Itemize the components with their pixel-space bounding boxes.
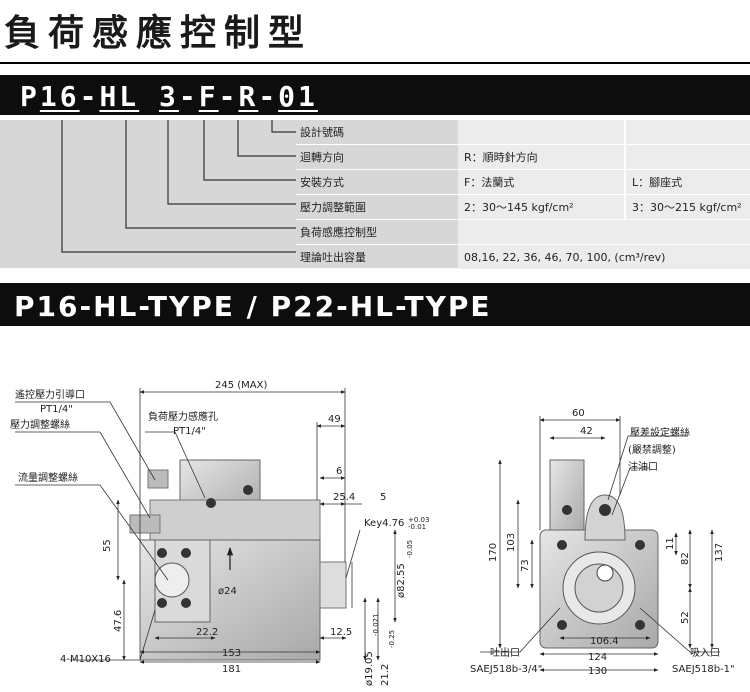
dim-49: 49: [328, 414, 341, 425]
model-code-part: -: [178, 80, 199, 113]
spec-value: [458, 220, 750, 244]
dim-5: 5: [380, 492, 386, 503]
dim-82: 82: [680, 552, 691, 565]
model-code-part: 16: [39, 80, 80, 113]
remote-port-label: 遙控壓力引導口: [15, 388, 85, 401]
spec-label: 壓力調整範圍: [300, 201, 366, 214]
key-tolerance-upper: +0.03: [408, 516, 429, 524]
title-divider: [0, 62, 750, 64]
model-code-leader-lines: [61, 120, 296, 253]
dim-21-2: 21.2: [380, 664, 391, 686]
spec-row: 理論吐出容量 08,16, 22, 36, 46, 70, 100, (cm³/…: [296, 245, 750, 270]
dim-137: 137: [714, 543, 725, 562]
dim-124: 124: [588, 652, 607, 663]
dim-170: 170: [488, 543, 499, 562]
key-label: Key4.76: [364, 518, 404, 529]
spec-value: [624, 120, 750, 144]
model-code-bar: [0, 75, 750, 115]
inlet-label: 吸入口: [690, 648, 720, 659]
model-code-part: -: [258, 80, 279, 113]
spec-value: [458, 120, 624, 144]
model-code-part: -: [218, 80, 239, 113]
dim-12-5: 12.5: [330, 627, 352, 638]
spec-label: 負荷感應控制型: [300, 226, 377, 239]
spec-label: 設計號碼: [300, 126, 344, 139]
remote-port-size: PT1/4": [40, 404, 73, 415]
model-code-part: R: [238, 80, 259, 113]
outlet-label: 吐出口: [490, 646, 520, 659]
spec-value: R：順時針方向: [458, 145, 624, 169]
dim-19-05-tolerance: -0.021: [372, 613, 380, 636]
dim-19-05: ø19.05: [364, 651, 375, 686]
dim-42: 42: [580, 426, 593, 437]
spec-row: 負荷感應控制型: [296, 220, 750, 245]
dim-153: 153: [222, 648, 241, 659]
type-title-bar: [0, 283, 750, 326]
dim-47-6: 47.6: [113, 610, 124, 632]
spec-label: 迴轉方向: [300, 151, 344, 164]
dim-106-4: 106.4: [590, 636, 619, 647]
front-view-pump: [539, 459, 659, 649]
oil-port-label: 注油口: [628, 460, 658, 473]
spec-value: F：法蘭式: [458, 170, 624, 194]
side-view-labels: 245 (MAX) 49 6 25.4 5 Key4.76 +0.03 -0.0…: [10, 380, 429, 686]
type-title: P16-HL-TYPE / P22-HL-TYPE: [14, 290, 492, 323]
dim-103: 103: [506, 533, 517, 552]
key-tolerance-lower: -0.01: [408, 523, 426, 531]
outlet-size: SAEJ518b-3/4": [470, 664, 542, 675]
dim-73: 73: [520, 559, 531, 572]
dim-181: 181: [222, 664, 241, 675]
model-code-part: [139, 80, 159, 113]
dim-21-2-tolerance: -0.25: [388, 630, 396, 648]
spec-table: 設計號碼 迴轉方向 R：順時針方向 安裝方式 F：法蘭式 L：腳座式 壓力調整範…: [296, 120, 750, 270]
model-code-part: 01: [278, 80, 318, 113]
side-view-dimension-lines: [15, 388, 397, 664]
front-view-dimension-lines: [480, 416, 720, 672]
dim-22-2: 22.2: [196, 627, 218, 638]
page-title: 負荷感應控制型: [4, 13, 313, 54]
load-port-size: PT1/4": [173, 426, 206, 437]
spec-value: 2：30～145 kgf/cm²: [458, 195, 624, 219]
dim-25-4: 25.4: [333, 492, 355, 503]
dim-11: 11: [665, 537, 676, 550]
model-code-part: 3: [159, 80, 179, 113]
model-code-part: P: [20, 80, 40, 113]
dim-52: 52: [680, 611, 691, 624]
spec-row: 迴轉方向 R：順時針方向: [296, 145, 750, 170]
model-code-part: F: [198, 80, 219, 113]
spec-value: 08,16, 22, 36, 46, 70, 100, (cm³/rev): [458, 245, 750, 269]
pressure-screw-label: 壓力調整螺絲: [10, 418, 70, 431]
pump-drawing: 245 (MAX) 49 6 25.4 5 Key4.76 +0.03 -0.0…: [10, 380, 735, 686]
side-view-pump: [129, 459, 347, 661]
spec-row: 設計號碼: [296, 120, 750, 145]
dim-24: ø24: [218, 586, 237, 597]
load-port-label: 負荷壓力感應孔: [148, 410, 218, 423]
front-view-labels: 60 42 170 103 73 11 82 137 52 106.4 124 …: [470, 408, 735, 677]
dim-245: 245 (MAX): [215, 380, 267, 391]
dim-60: 60: [572, 408, 585, 419]
inlet-size: SAEJ518b-1": [672, 664, 735, 675]
diff-screw-note: (嚴禁調整): [628, 443, 676, 456]
spec-label: 安裝方式: [300, 176, 344, 189]
dim-82-55: ø82.55: [396, 563, 407, 598]
model-code-part: HL: [99, 80, 140, 113]
spec-label: 理論吐出容量: [300, 251, 366, 264]
dim-55: 55: [102, 539, 113, 552]
flow-screw-label: 流量調整螺絲: [18, 471, 78, 484]
dim-130: 130: [588, 666, 607, 677]
diff-screw-label: 壓差設定螺絲: [630, 426, 690, 439]
spec-value: L：腳座式: [624, 170, 750, 194]
spec-row: 安裝方式 F：法蘭式 L：腳座式: [296, 170, 750, 195]
spec-value: 3：30～215 kgf/cm²: [624, 195, 750, 219]
spec-row: 壓力調整範圍 2：30～145 kgf/cm² 3：30～215 kgf/cm²: [296, 195, 750, 220]
dim-82-55-tolerance: -0.05: [406, 540, 414, 558]
model-code: P16-HL 3-F-R-01: [20, 80, 318, 113]
dim-6: 6: [336, 466, 342, 477]
model-code-part: -: [79, 80, 100, 113]
spec-value: [624, 145, 750, 169]
bolt-label: 4-M10X16: [60, 654, 111, 665]
